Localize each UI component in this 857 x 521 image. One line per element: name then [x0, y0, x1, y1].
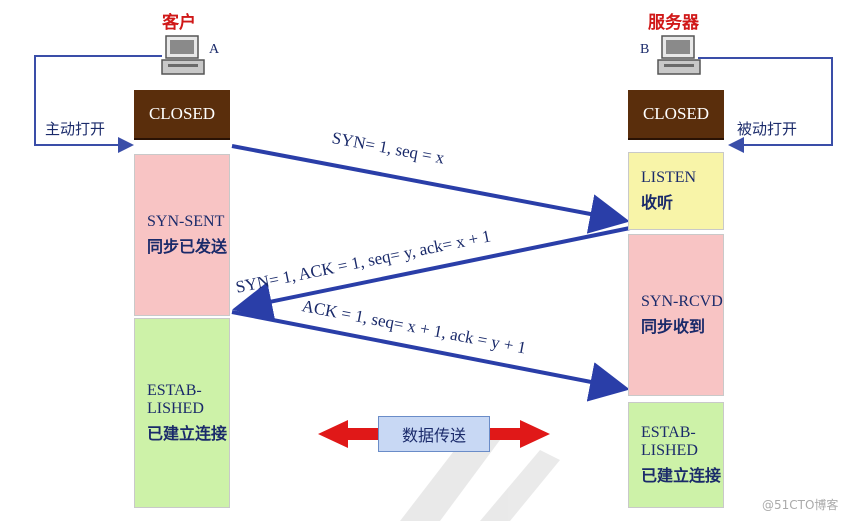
passive-open-label: 被动打开 [737, 120, 798, 138]
client-established-cn: 已建立连接 [147, 424, 228, 443]
syn-rcvd-cn: 同步收到 [641, 317, 706, 336]
server-listen-state: LISTEN 收听 [628, 152, 724, 230]
data-transfer-label: 数据传送 [378, 416, 490, 452]
client-computer-icon [161, 35, 205, 75]
syn-arrow [231, 144, 630, 234]
client-established-en: ESTAB-LISHED [147, 382, 204, 417]
server-closed-state: CLOSED [628, 90, 724, 140]
ack-arrow [231, 310, 630, 402]
server-title: 服务器 [648, 13, 699, 33]
background-watermark-shapes [400, 430, 560, 521]
listen-cn: 收听 [641, 193, 674, 212]
server-established-en: ESTAB-LISHED [641, 424, 698, 459]
client-closed-state: CLOSED [134, 90, 230, 140]
listen-en: LISTEN [641, 169, 697, 186]
syn-sent-cn: 同步已发送 [147, 237, 228, 256]
syn-rcvd-en: SYN-RCVD [641, 293, 723, 310]
watermark-text: @51CTO博客 [762, 498, 839, 512]
server-computer-icon [657, 35, 701, 75]
server-established-cn: 已建立连接 [641, 466, 722, 485]
syn-ack-arrow [232, 226, 631, 322]
server-open-loop [698, 57, 833, 153]
client-title: 客户 [162, 13, 196, 33]
active-open-label: 主动打开 [45, 120, 106, 138]
server-letter: B [640, 42, 650, 57]
client-open-loop [34, 55, 162, 153]
client-syn-sent-state: SYN-SENT 同步已发送 [134, 154, 230, 316]
server-established-state: ESTAB-LISHED 已建立连接 [628, 402, 724, 508]
client-established-state: ESTAB-LISHED 已建立连接 [134, 318, 230, 508]
client-letter: A [209, 42, 220, 57]
syn-sent-en: SYN-SENT [147, 213, 225, 230]
data-transfer-arrow [318, 420, 550, 448]
server-syn-rcvd-state: SYN-RCVD 同步收到 [628, 234, 724, 396]
